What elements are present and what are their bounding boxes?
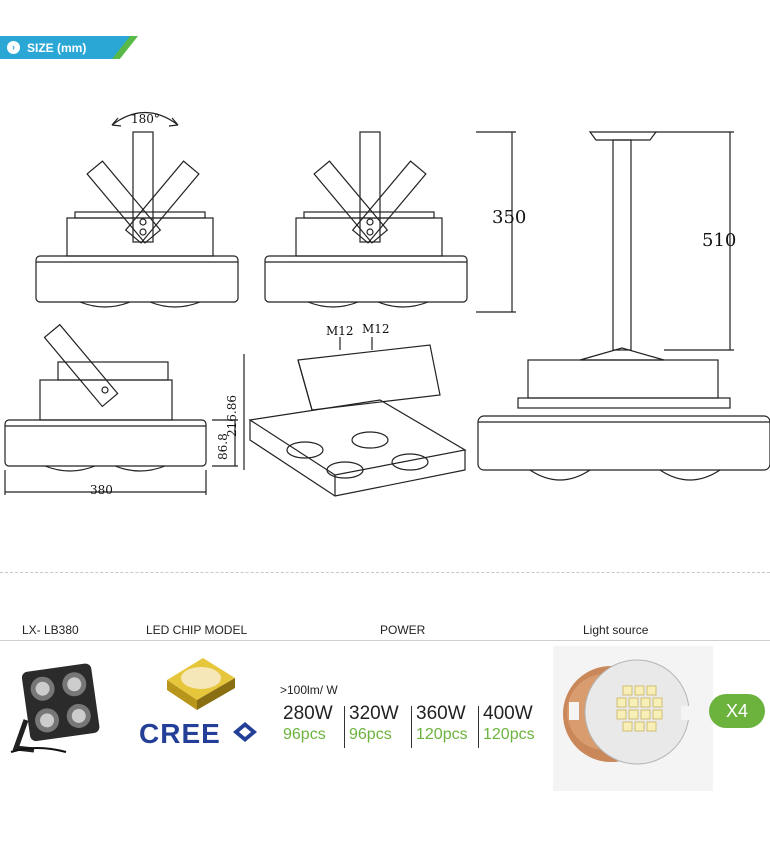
chip-header: LED CHIP MODEL <box>146 623 248 637</box>
cree-logo: CREE <box>139 718 221 749</box>
power-option: 320W 96pcs <box>349 703 399 745</box>
light-source-image <box>553 646 713 791</box>
power-separator <box>478 706 479 748</box>
section-banner: › SIZE (mm) <box>0 36 135 59</box>
rotation-label: 180° <box>131 112 160 126</box>
dimension-350: 350 <box>492 207 526 228</box>
cree-chip-and-logo: CREE <box>139 658 257 749</box>
dimension-drawings: 180° 350 510 380 216.86 86.8 M12 M12 <box>4 112 770 497</box>
header-rule <box>0 640 770 641</box>
dimension-380: 380 <box>90 483 113 497</box>
section-divider <box>0 572 770 573</box>
chevron-right-icon: › <box>7 41 20 54</box>
power-option: 360W 120pcs <box>416 703 468 745</box>
front-view-alt <box>264 131 468 308</box>
dimension-510: 510 <box>702 230 736 251</box>
power-separator <box>344 706 345 748</box>
power-pcs: 120pcs <box>416 726 468 743</box>
perspective-view <box>248 337 467 497</box>
power-pcs: 96pcs <box>283 726 326 743</box>
pendant-view <box>477 131 770 481</box>
power-option: 400W 120pcs <box>483 703 535 745</box>
power-separator <box>411 706 412 748</box>
model-header: LX- LB380 <box>22 623 79 637</box>
power-watts: 320W <box>349 703 399 724</box>
power-watts: 400W <box>483 703 533 724</box>
power-pcs: 96pcs <box>349 726 392 743</box>
dimension-216-86: 216.86 <box>225 395 239 437</box>
power-option: 280W 96pcs <box>283 703 333 745</box>
thread-label-1: M12 <box>326 324 354 338</box>
side-view <box>4 323 245 495</box>
dimension-86-8: 86.8 <box>216 433 230 460</box>
led-chip-icon <box>167 658 235 710</box>
power-header: POWER <box>380 623 426 637</box>
quantity-badge: X4 <box>709 694 765 728</box>
power-watts: 280W <box>283 703 333 724</box>
power-pcs: 120pcs <box>483 726 535 743</box>
efficacy-label: >100lm/ W <box>280 683 338 697</box>
front-view-rotation <box>35 112 239 308</box>
light-source-header: Light source <box>583 623 649 637</box>
product-image <box>10 663 100 753</box>
section-title: SIZE (mm) <box>27 40 87 55</box>
thread-label-2: M12 <box>362 322 390 336</box>
power-watts: 360W <box>416 703 466 724</box>
